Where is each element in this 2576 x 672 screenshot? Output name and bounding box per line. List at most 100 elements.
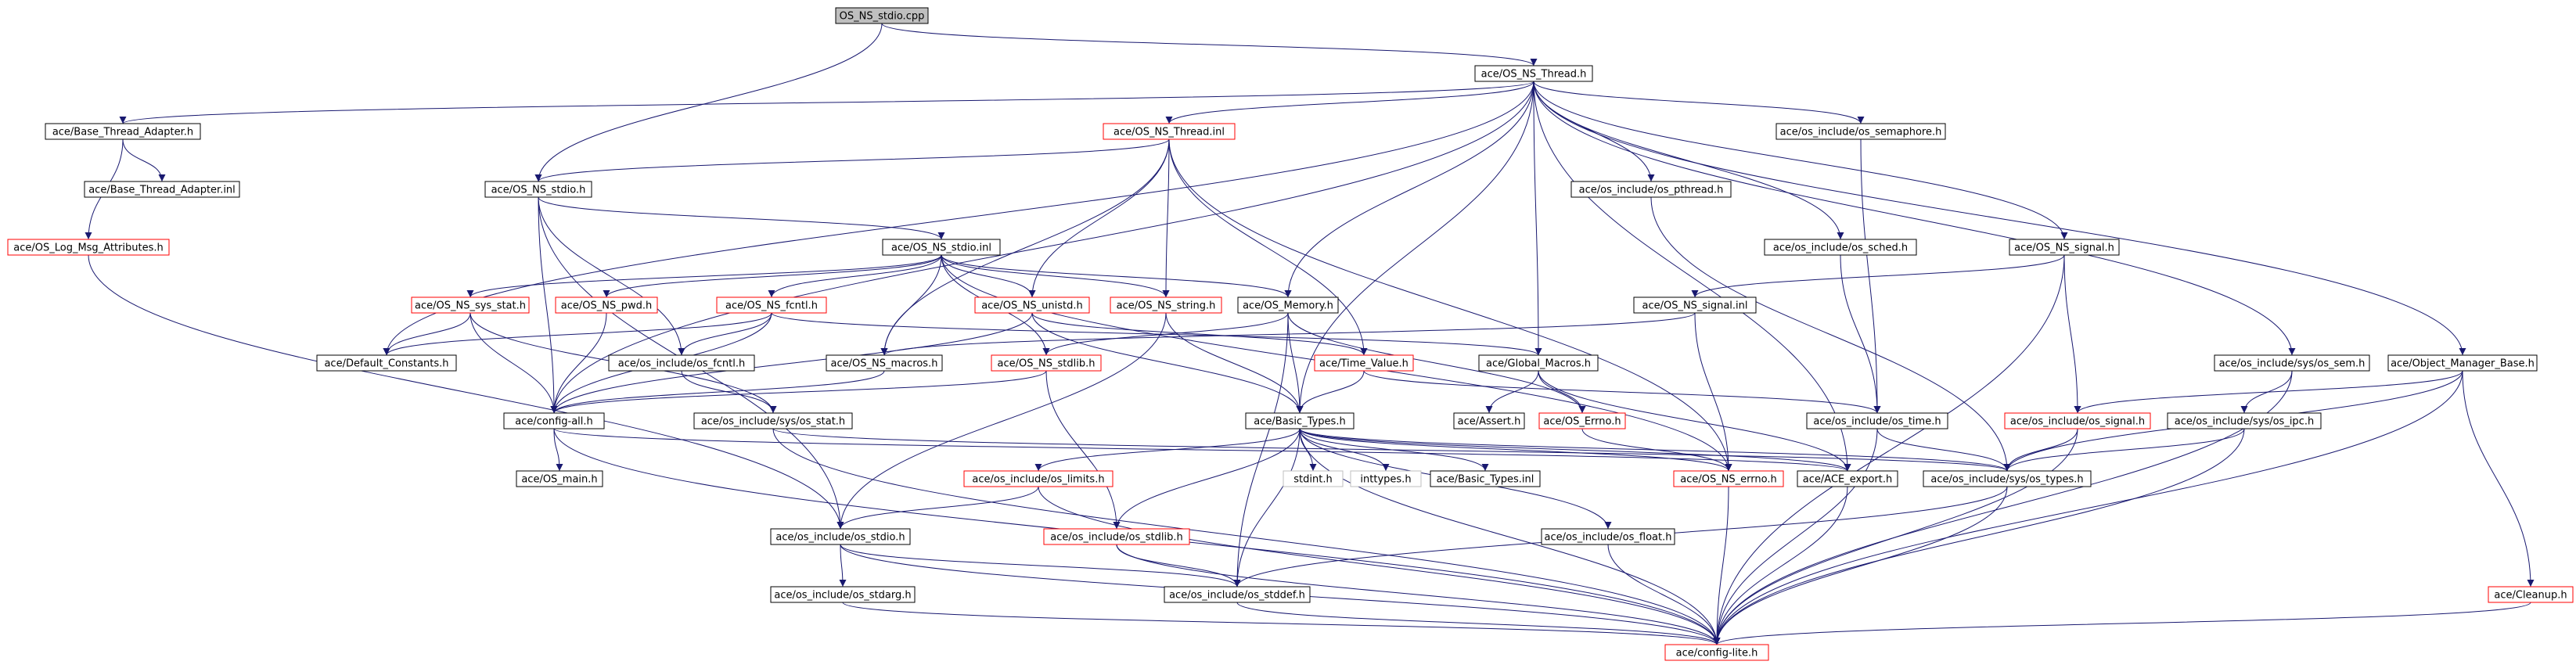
node-label: ace/Default_Constants.h bbox=[324, 358, 448, 370]
graph-node-sysstat-h[interactable]: ace/OS_NS_sys_stat.h bbox=[411, 296, 530, 314]
graph-node-unistd-h[interactable]: ace/OS_NS_unistd.h bbox=[974, 296, 1090, 314]
graph-node-signal-h[interactable]: ace/OS_NS_signal.h bbox=[2009, 239, 2120, 256]
graph-node-cleanup-h[interactable]: ace/Cleanup.h bbox=[2488, 586, 2574, 603]
node-box bbox=[1043, 528, 1190, 545]
graph-node-osstdio-h[interactable]: ace/os_include/os_stdio.h bbox=[770, 528, 911, 545]
edge-n_thread_h-to-n_basictypes_h bbox=[1296, 81, 1534, 414]
node-label: ace/Basic_Types.inl bbox=[1437, 474, 1534, 486]
graph-node-aceexport-h[interactable]: ace/ACE_export.h bbox=[1797, 470, 1898, 487]
edge-n_fcntl_h-to-n_defconst_h bbox=[383, 312, 772, 356]
edge-n_basictypes_h-to-n_osstdlib_h bbox=[1113, 428, 1301, 530]
graph-node-stdlib-h[interactable]: ace/OS_NS_stdlib.h bbox=[991, 354, 1102, 372]
node-box bbox=[1164, 586, 1311, 603]
graph-node-basictypes-inl[interactable]: ace/Basic_Types.inl bbox=[1430, 470, 1541, 487]
node-box bbox=[2214, 354, 2370, 372]
graph-node-omb-h[interactable]: ace/Object_Manager_Base.h bbox=[2387, 354, 2538, 372]
edge-n_stdio_inl-to-n_unistd_h bbox=[941, 254, 1036, 298]
edge-n_stdio_inl-to-n_fcntl_h bbox=[768, 254, 942, 298]
graph-node-configlite-h[interactable]: ace/config-lite.h bbox=[1664, 644, 1769, 661]
graph-node-root[interactable]: OS_NS_stdio.cpp bbox=[835, 7, 929, 24]
node-box bbox=[1350, 470, 1422, 487]
edge-n_osfcntl_h-to-n_sysstat2_h bbox=[681, 370, 777, 414]
graph-node-pwd-h[interactable]: ace/OS_NS_pwd.h bbox=[555, 296, 658, 314]
edge-n_configall_h-to-n_aceexport_h bbox=[553, 428, 1851, 472]
node-label: ace/OS_NS_stdlib.h bbox=[998, 358, 1096, 370]
graph-node-sched-h[interactable]: ace/os_include/os_sched.h bbox=[1764, 239, 1917, 256]
graph-node-systypes-h[interactable]: ace/os_include/sys/os_types.h bbox=[1923, 470, 2092, 487]
graph-node-assert-h[interactable]: ace/Assert.h bbox=[1453, 412, 1525, 429]
graph-node-osstdlib-h[interactable]: ace/os_include/os_stdlib.h bbox=[1043, 528, 1190, 545]
node-label: ace/config-all.h bbox=[515, 416, 593, 428]
graph-node-stdarg-h[interactable]: ace/os_include/os_stdarg.h bbox=[770, 586, 916, 603]
graph-node-syssem-h[interactable]: ace/os_include/sys/os_sem.h bbox=[2214, 354, 2370, 372]
graph-node-globalmacros-h[interactable]: ace/Global_Macros.h bbox=[1478, 354, 1599, 372]
graph-node-macros-h[interactable]: ace/OS_NS_macros.h bbox=[826, 354, 943, 372]
graph-node-sysipc-h[interactable]: ace/os_include/sys/os_ipc.h bbox=[2167, 412, 2322, 429]
graph-node-signal-inl[interactable]: ace/OS_NS_signal.inl bbox=[1633, 296, 1757, 314]
edge-n_thread_inl-to-n_timevalue_h bbox=[1168, 138, 1368, 356]
edge-n_ostime_h-to-n_configlite_h bbox=[1713, 428, 1878, 645]
node-label: ace/OS_NS_unistd.h bbox=[981, 300, 1083, 312]
graph-node-bta-inl[interactable]: ace/Base_Thread_Adapter.inl bbox=[84, 181, 240, 198]
graph-node-configall-h[interactable]: ace/config-all.h bbox=[503, 412, 605, 429]
graph-node-string-h[interactable]: ace/OS_NS_string.h bbox=[1110, 296, 1222, 314]
graph-node-pthread-h[interactable]: ace/os_include/os_pthread.h bbox=[1570, 181, 1732, 198]
graph-node-osfloat-h[interactable]: ace/os_include/os_float.h bbox=[1541, 528, 1675, 545]
edge-n_globalmacros_h-to-n_oserrno_h bbox=[1538, 370, 1586, 414]
graph-node-logmsg-h[interactable]: ace/OS_Log_Msg_Attributes.h bbox=[7, 239, 170, 256]
graph-node-osfcntl-h[interactable]: ace/os_include/os_fcntl.h bbox=[608, 354, 755, 372]
graph-node-basictypes-h[interactable]: ace/Basic_Types.h bbox=[1245, 412, 1355, 429]
graph-node-limits-h[interactable]: ace/os_include/os_limits.h bbox=[963, 470, 1114, 487]
graph-node-stdio-inl[interactable]: ace/OS_NS_stdio.inl bbox=[882, 239, 1001, 256]
edge-n_basictypes_h-to-n_stddef_h bbox=[1233, 428, 1301, 588]
node-label: ace/Cleanup.h bbox=[2494, 590, 2567, 602]
edge-n_string_h-to-n_basictypes_h bbox=[1165, 312, 1304, 414]
node-label: ace/os_include/os_float.h bbox=[1544, 532, 1671, 544]
graph-node-errno-h[interactable]: ace/OS_NS_errno.h bbox=[1673, 470, 1784, 487]
node-box bbox=[1474, 65, 1593, 82]
graph-node-oserrno-h[interactable]: ace/OS_Errno.h bbox=[1538, 412, 1626, 429]
graph-node-sem-h[interactable]: ace/os_include/os_semaphore.h bbox=[1775, 123, 1946, 140]
edge-n_stdio_h-to-n_osfcntl_h bbox=[538, 196, 685, 356]
node-label: ace/OS_Log_Msg_Attributes.h bbox=[13, 243, 163, 254]
node-label: ace/OS_NS_Thread.inl bbox=[1114, 127, 1225, 138]
edge-n_pwd_h-to-n_configall_h bbox=[550, 312, 607, 414]
edge-n_stdlib_h-to-n_osstdlib_h bbox=[1045, 370, 1121, 530]
graph-node-osmain-h[interactable]: ace/OS_main.h bbox=[516, 470, 603, 487]
edge-n_ossignal_h-to-n_systypes_h bbox=[2003, 428, 2078, 472]
graph-node-defconst-h[interactable]: ace/Default_Constants.h bbox=[316, 354, 457, 372]
edge-n_basictypes_h-to-n_limits_h bbox=[1034, 428, 1301, 472]
node-box bbox=[503, 412, 605, 429]
node-box bbox=[2004, 412, 2151, 429]
edge-n_thread_h-to-n_sem_h bbox=[1533, 81, 1865, 124]
edge-n_thread_inl-to-n_string_h bbox=[1162, 138, 1170, 298]
node-box bbox=[1664, 644, 1769, 661]
graph-node-thread-inl[interactable]: ace/OS_NS_Thread.inl bbox=[1103, 123, 1236, 140]
graph-node-ossignal-h[interactable]: ace/os_include/os_signal.h bbox=[2004, 412, 2151, 429]
node-box bbox=[1775, 123, 1946, 140]
edge-n_macros_h-to-n_configall_h bbox=[550, 370, 885, 414]
edge-n_thread_h-to-n_syssem_h bbox=[1533, 81, 2296, 356]
node-box bbox=[826, 354, 943, 372]
graph-node-sysstat2-h[interactable]: ace/os_include/sys/os_stat.h bbox=[693, 412, 853, 429]
edge-n_basictypes_h-to-n_aceexport_h bbox=[1299, 428, 1851, 472]
node-label: ace/Global_Macros.h bbox=[1486, 358, 1591, 370]
graph-node-fcntl-h[interactable]: ace/OS_NS_fcntl.h bbox=[716, 296, 827, 314]
edge-n_basictypes_h-to-n_errno_h bbox=[1299, 428, 1732, 472]
edge-n_thread_h-to-n_defconst_h bbox=[383, 81, 1534, 356]
graph-node-ostime-h[interactable]: ace/os_include/os_time.h bbox=[1806, 412, 1948, 429]
edge-n_thread_inl-to-n_stdio_h bbox=[534, 138, 1170, 182]
graph-node-thread-h[interactable]: ace/OS_NS_Thread.h bbox=[1474, 65, 1593, 82]
graph-node-memory-h[interactable]: ace/OS_Memory.h bbox=[1237, 296, 1339, 314]
node-box bbox=[770, 586, 916, 603]
graph-node-bta-h[interactable]: ace/Base_Thread_Adapter.h bbox=[45, 123, 201, 140]
edge-n_omb_h-to-n_ossignal_h bbox=[2074, 370, 2463, 414]
edge-n_stdio_inl-to-n_string_h bbox=[941, 254, 1170, 298]
graph-node-stddef-h[interactable]: ace/os_include/os_stddef.h bbox=[1164, 586, 1311, 603]
graph-node-timevalue-h[interactable]: ace/Time_Value.h bbox=[1314, 354, 1414, 372]
node-label: inttypes.h bbox=[1360, 474, 1411, 486]
node-box bbox=[2488, 586, 2574, 603]
graph-node-stdio-h[interactable]: ace/OS_NS_stdio.h bbox=[484, 181, 592, 198]
node-box bbox=[316, 354, 457, 372]
node-label: ace/os_include/os_limits.h bbox=[972, 474, 1104, 486]
